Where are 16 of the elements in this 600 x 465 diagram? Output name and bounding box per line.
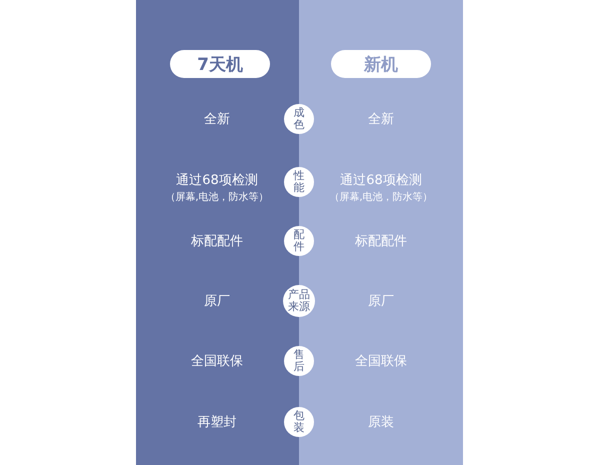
cell-text: 原厂 [204, 293, 230, 310]
cell-text: 原厂 [368, 293, 394, 310]
cell-text: 全国联保 [191, 353, 243, 370]
cell-text: 全新 [368, 111, 394, 128]
column-header: 7天机 [170, 50, 270, 78]
cell-text: 标配配件 [355, 233, 407, 250]
cell-text: 原装 [368, 414, 394, 431]
cell-text: 全国联保 [355, 353, 407, 370]
cell-note: （屏幕,电池，防水等） [329, 190, 433, 204]
cell-text: 全新 [204, 111, 230, 128]
column-header: 新机 [331, 50, 431, 78]
cell-text: 再塑封 [198, 414, 236, 431]
cell-text: 标配配件 [191, 233, 243, 250]
cell-note: （屏幕,电池，防水等） [165, 190, 269, 204]
cell-text: 通过68项检测 [340, 172, 422, 189]
cell-text: 通过68项检测 [176, 172, 258, 189]
